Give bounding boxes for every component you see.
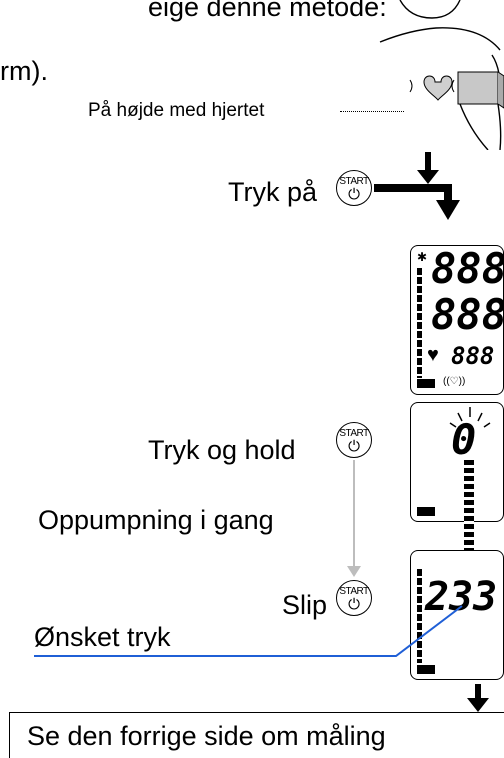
heart-icon: ♥ — [427, 344, 439, 366]
heart-level-leader — [340, 111, 404, 112]
target-value-digits: 233 — [425, 574, 498, 620]
power-icon: ⏻ — [348, 186, 360, 203]
desired-pressure-label: Ønsket tryk — [34, 622, 171, 652]
footer-note-box: Se den forrige side om måling — [9, 712, 504, 758]
cuff-status-icon: ((♡)) — [443, 376, 466, 387]
bent-arrow-icon — [374, 184, 460, 220]
desired-pressure-callout-line — [34, 605, 463, 657]
lcd-target-value: 233 — [410, 550, 504, 680]
intro-text-line2: rm). — [0, 56, 48, 86]
power-icon: ⏻ — [348, 596, 360, 613]
pressure-bar — [417, 569, 422, 663]
battery-icon — [417, 379, 435, 388]
lcd-zero: 0 — [410, 402, 504, 522]
hold-guide-line — [353, 460, 355, 568]
start-label: START — [339, 428, 369, 439]
bluetooth-icon: ✱ — [417, 250, 428, 264]
intro-text-line1: eige denne metode: — [148, 0, 387, 22]
start-label: START — [339, 586, 369, 597]
step-press-hold-label: Tryk og hold — [148, 435, 296, 465]
guide-arrowhead-icon — [347, 566, 361, 577]
zero-digit: 0 — [451, 415, 477, 464]
segment-row-3: 888 — [451, 342, 495, 370]
lcd-all-segments: ✱ 888 888 ♥ 888 ((♡)) — [410, 245, 504, 395]
start-button-2[interactable]: START ⏻ — [336, 422, 372, 458]
segment-row-1: 888 — [431, 245, 504, 293]
person-arm-cuff-illustration — [379, 0, 504, 150]
step-release-label: Slip — [282, 590, 328, 620]
start-button-3[interactable]: START ⏻ — [336, 580, 372, 616]
segment-row-2: 888 — [431, 290, 504, 339]
down-arrow-icon — [417, 152, 439, 184]
step-press-label: Tryk på — [228, 177, 318, 207]
heart-level-label: På højde med hjertet — [88, 100, 265, 121]
start-button-1[interactable]: START ⏻ — [336, 170, 372, 206]
battery-icon — [417, 507, 435, 516]
step-inflating-label: Oppumpning i gang — [38, 505, 274, 535]
inflation-indicator — [464, 460, 474, 572]
start-label: START — [339, 176, 369, 187]
battery-icon — [417, 665, 435, 674]
pressure-bar — [417, 268, 422, 378]
down-arrow-icon — [467, 684, 489, 712]
footer-note-text: Se den forrige side om måling — [27, 721, 386, 751]
heart-icon — [423, 75, 453, 101]
cuff-icon — [457, 71, 499, 105]
power-icon: ⏻ — [348, 438, 360, 455]
blink-marks-icon — [449, 407, 491, 428]
